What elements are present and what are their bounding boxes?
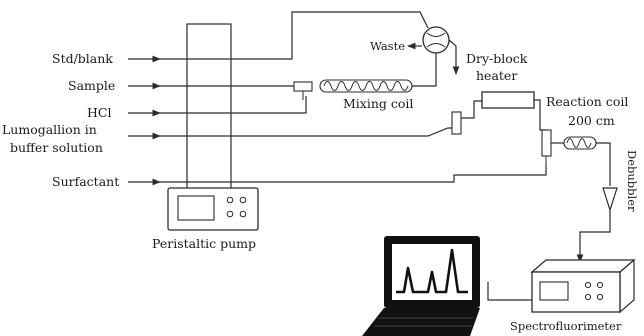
injection-valve bbox=[422, 26, 450, 54]
t-junction-3 bbox=[541, 129, 552, 166]
laptop-computer bbox=[362, 236, 480, 336]
tube-lumogallion bbox=[160, 127, 456, 137]
label-hcl: HCl bbox=[87, 105, 111, 120]
t-junction-2 bbox=[451, 111, 462, 135]
label-dry-block-2: heater bbox=[476, 68, 517, 83]
label-std-blank: Std/blank bbox=[52, 51, 113, 66]
label-spectrofluorimeter: Spectrofluorimeter bbox=[510, 319, 622, 333]
label-lumogallion-1: Lumogallion in bbox=[2, 122, 97, 137]
tube-to-heater bbox=[461, 100, 482, 119]
reaction-coil bbox=[563, 136, 597, 150]
peristaltic-pump bbox=[167, 187, 259, 231]
label-debubbler: Debubbler bbox=[625, 150, 639, 212]
tube-valve-out bbox=[448, 39, 460, 75]
label-waste: Waste bbox=[370, 39, 405, 53]
chromatogram-peaks bbox=[396, 248, 468, 294]
tube-hcl bbox=[160, 96, 307, 114]
pump-manifold bbox=[186, 23, 232, 198]
spectrofluorimeter bbox=[530, 258, 636, 314]
dry-block-heater bbox=[481, 91, 535, 109]
mixing-coil bbox=[319, 79, 413, 93]
debubbler-icon bbox=[602, 187, 618, 212]
tube-to-spectrofluorimeter bbox=[576, 210, 611, 263]
cable-to-laptop bbox=[487, 282, 532, 301]
tube-surfactant bbox=[160, 165, 547, 183]
t-junction-1 bbox=[293, 81, 313, 100]
tube-std-blank bbox=[160, 11, 429, 60]
label-lumogallion-2: buffer solution bbox=[10, 140, 103, 155]
tube-sample-b bbox=[410, 52, 437, 87]
tube-to-debubbler bbox=[596, 142, 611, 186]
label-dry-block-1: Dry-block bbox=[466, 51, 528, 66]
label-mixing-coil: Mixing coil bbox=[343, 96, 413, 111]
tube-heater-out bbox=[534, 99, 546, 131]
label-reaction-coil-2: 200 cm bbox=[568, 113, 615, 128]
label-sample: Sample bbox=[68, 78, 115, 93]
label-surfactant: Surfactant bbox=[52, 174, 119, 189]
label-peristaltic-pump: Peristaltic pump bbox=[152, 236, 256, 251]
label-reaction-coil-1: Reaction coil bbox=[546, 94, 628, 109]
